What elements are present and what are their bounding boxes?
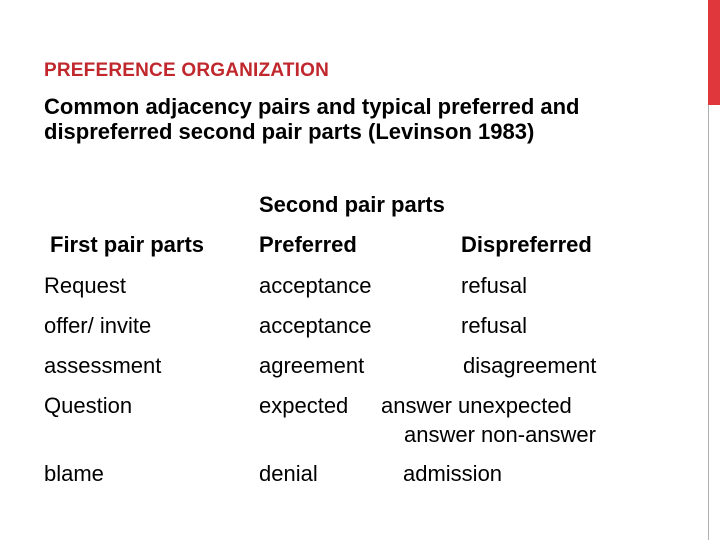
dispreferred-cell: answer unexpected	[381, 393, 572, 418]
column-header-first: First pair parts	[50, 232, 205, 257]
column-header-dispreferred: Dispreferred	[461, 232, 592, 257]
first-pair-cell: assessment	[44, 353, 162, 378]
slide-subtitle: Common adjacency pairs and typical prefe…	[44, 94, 580, 144]
first-pair-cell: Question	[44, 393, 133, 418]
dispreferred-cell: refusal	[461, 273, 528, 298]
dispreferred-cell: refusal	[461, 313, 528, 338]
first-pair-cell: blame	[44, 461, 104, 486]
preferred-cell: agreement	[259, 353, 365, 378]
preferred-cell: acceptance	[259, 313, 372, 338]
dispreferred-cell: disagreement	[463, 353, 597, 378]
right-divider	[708, 105, 709, 540]
slide-kicker: PREFERENCE ORGANIZATION	[44, 60, 330, 81]
first-pair-cell: offer/ invite	[44, 313, 152, 338]
dispreferred-cell-continued: answer non-answer	[404, 422, 596, 447]
dispreferred-cell: admission	[403, 461, 503, 486]
preferred-cell: acceptance	[259, 273, 372, 298]
preferred-cell: denial	[259, 461, 318, 486]
accent-bar	[708, 0, 720, 105]
first-pair-cell: Request	[44, 273, 126, 298]
column-header-preferred: Preferred	[259, 232, 357, 257]
group-header: Second pair parts	[259, 192, 445, 217]
preferred-cell: expected	[259, 393, 349, 418]
